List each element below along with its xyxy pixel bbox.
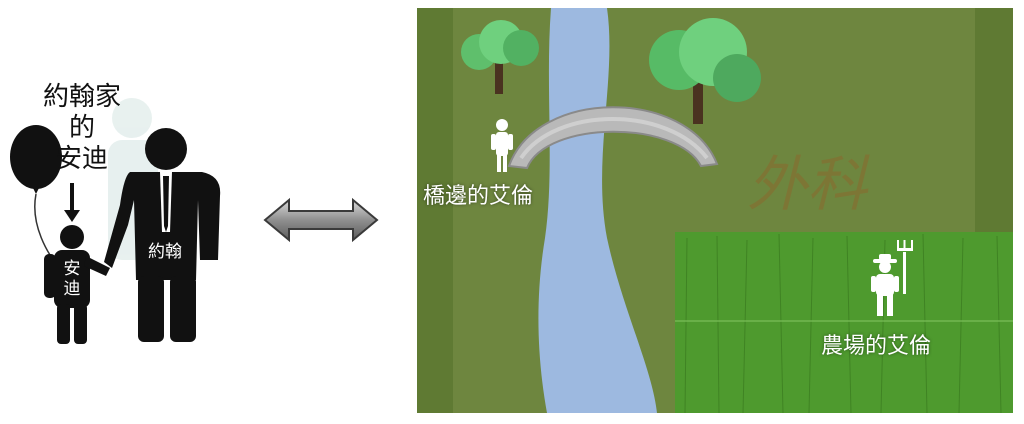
stone-bridge (507, 106, 719, 170)
watermark-text: 外科 (747, 150, 867, 220)
child-silhouette-icon (44, 225, 110, 344)
farm-person-label: 農場的艾倫 (821, 334, 932, 359)
farmer-icon (871, 240, 913, 316)
parent-label-line-3: 安迪 (55, 144, 108, 174)
scene-panel: 外科 橋邊的艾倫 農場的艾倫 (417, 8, 1013, 413)
bridge-person-label: 橋邊的艾倫 (423, 184, 534, 209)
child-label-line-1: 安 (63, 259, 81, 279)
parent-label-line-2: 的 (68, 113, 95, 143)
double-arrow-icon (263, 197, 379, 243)
arrow-down-icon (64, 183, 80, 222)
grass-field (675, 232, 1013, 413)
adult-silhouette-icon (104, 128, 221, 342)
parent-label-line-1: 約翰家 (42, 82, 121, 112)
tree-icon (461, 20, 539, 94)
child-label-line-2: 迪 (63, 279, 81, 299)
river (538, 8, 657, 413)
tree-icon (649, 18, 761, 124)
scene-illustration (453, 8, 1013, 413)
family-illustration: 約翰家 的 安迪 安 迪 約翰 (0, 0, 250, 424)
parent-label: 約翰家 的 安迪 (22, 82, 142, 175)
adult-label: 約翰 (148, 242, 182, 262)
family-silhouette (10, 98, 221, 344)
child-label: 安 迪 (60, 259, 84, 299)
balloon-icon (10, 125, 62, 269)
person-icon (491, 119, 513, 172)
